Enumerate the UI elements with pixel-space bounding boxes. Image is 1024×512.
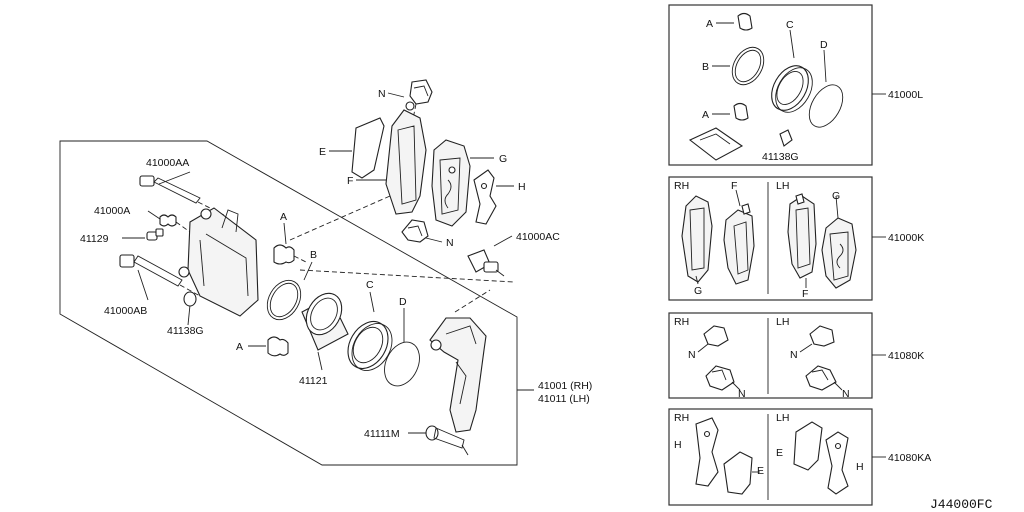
kit-box-41080k (668, 312, 886, 399)
kit3-label-n2: N (738, 388, 746, 400)
guide-boot-lower (248, 336, 289, 357)
kit-code-41000k: 41000K (888, 232, 924, 244)
kit4-lh: LH (776, 412, 789, 424)
kit1-label-a1: A (706, 18, 713, 30)
kit4-label-h1: H (674, 439, 682, 451)
label-n-mid: N (446, 237, 454, 249)
kit2-label-g2: G (832, 190, 840, 202)
label-g: G (499, 153, 507, 165)
label-h: H (518, 181, 526, 193)
kit3-lh: LH (776, 316, 789, 328)
label-41111m: 41111M (364, 428, 400, 440)
pad-shim-outer (329, 117, 385, 179)
assembly-frame (59, 140, 518, 466)
label-a-upper: A (280, 211, 287, 223)
label-d: D (399, 296, 407, 308)
kit-box-41000l (668, 4, 886, 166)
kit4-rh: RH (674, 412, 689, 424)
caliper-body (178, 207, 259, 317)
kit3-rh: RH (674, 316, 689, 328)
brake-pad-inner (431, 139, 494, 227)
label-e: E (319, 146, 326, 158)
torque-member (429, 289, 491, 433)
kit2-lh: LH (776, 180, 789, 192)
kit1-label-41138g: 41138G (762, 151, 799, 163)
label-f: F (347, 175, 353, 187)
kit-code-41000l: 41000L (888, 89, 923, 101)
label-a-lower: A (236, 341, 243, 353)
pin-boot (147, 210, 191, 233)
label-b: B (310, 249, 317, 261)
guide-pin (408, 425, 469, 456)
kit1-label-a2: A (702, 109, 709, 121)
main-assembly (59, 79, 518, 466)
kit2-label-f1: F (731, 180, 737, 192)
dust-boot (347, 291, 393, 371)
pad-clip-upper (387, 79, 433, 125)
label-n-top: N (378, 88, 386, 100)
bleeder-screw (122, 228, 164, 241)
kit-box-41080ka (668, 408, 886, 506)
mounting-bolt (467, 235, 513, 277)
label-41000aa: 41000AA (146, 157, 189, 169)
kit1-label-d: D (820, 39, 828, 51)
piston-seal (266, 261, 313, 321)
kit3-label-n4: N (842, 388, 850, 400)
kit1-label-c: C (786, 19, 794, 31)
brake-pad-outer (356, 101, 427, 215)
kit2-label-f2: F (802, 288, 808, 300)
kit4-label-e2: E (776, 447, 783, 459)
label-41000a: 41000A (94, 205, 130, 217)
kit-code-41080ka: 41080KA (888, 452, 931, 464)
retaining-ring (384, 308, 420, 387)
label-41000ac: 41000AC (516, 231, 560, 243)
kit-code-41080k: 41080K (888, 350, 924, 362)
kit2-rh: RH (674, 180, 689, 192)
label-41011-lh: 41011 (LH) (538, 393, 590, 405)
kit1-label-b: B (702, 61, 709, 73)
label-41121: 41121 (299, 375, 328, 387)
label-41138g: 41138G (167, 325, 204, 337)
pad-shim-inner (473, 169, 514, 225)
kit2-label-g1: G (694, 285, 702, 297)
piston (301, 292, 349, 371)
label-c: C (366, 279, 374, 291)
label-41129: 41129 (80, 233, 109, 245)
pad-clip-lower (401, 219, 443, 243)
kit4-label-h2: H (856, 461, 864, 473)
grease-plug (183, 291, 197, 326)
kit3-label-n3: N (790, 349, 798, 361)
reference-code: J44000FC (930, 497, 993, 512)
kit-box-41000k (668, 176, 886, 301)
pin-bolt-upper (139, 171, 225, 216)
guide-boot-upper (273, 222, 307, 265)
label-41001-rh: 41001 (RH) (538, 380, 592, 392)
pin-bolt-lower (119, 254, 201, 301)
label-41000ab: 41000AB (104, 305, 147, 317)
kit3-label-n1: N (688, 349, 696, 361)
kit4-label-e1: E (757, 465, 764, 477)
